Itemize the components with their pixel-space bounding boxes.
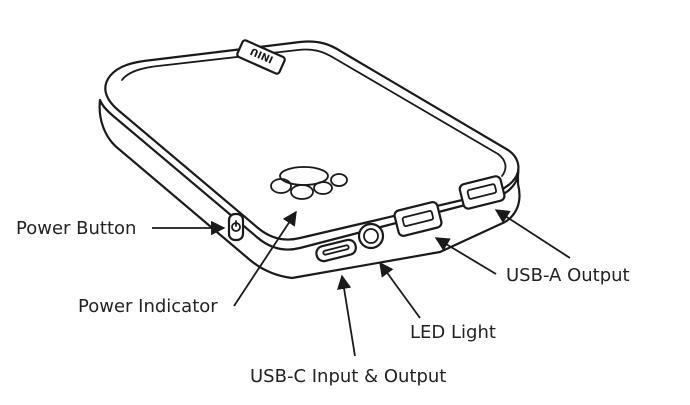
power-button [227, 212, 245, 242]
label-usb-c: USB-C Input & Output [250, 366, 446, 387]
leader-power-indicator [233, 210, 297, 307]
usb-a-port-1 [393, 201, 443, 237]
leader-usb-a-1 [434, 237, 497, 275]
usb-a-port-2 [458, 175, 506, 210]
leader-led-light [379, 261, 421, 319]
label-led-light: LED Light [410, 322, 496, 343]
leader-usb-c [336, 274, 356, 357]
callout-labels: Power Button Power Indicator USB-C Input… [16, 218, 630, 387]
callout-leaders [152, 209, 571, 357]
label-power-indicator: Power Indicator [78, 296, 218, 317]
led-light [357, 222, 385, 250]
usb-c-port [315, 238, 357, 263]
paw-print-indicator [270, 166, 348, 200]
power-bank: INIU [98, 39, 521, 280]
label-power-button: Power Button [16, 218, 136, 239]
leader-usb-a-2 [494, 209, 571, 259]
power-bank-rim [121, 48, 507, 177]
brand-logo: INIU [236, 39, 286, 75]
label-usb-a: USB-A Output [506, 265, 630, 286]
